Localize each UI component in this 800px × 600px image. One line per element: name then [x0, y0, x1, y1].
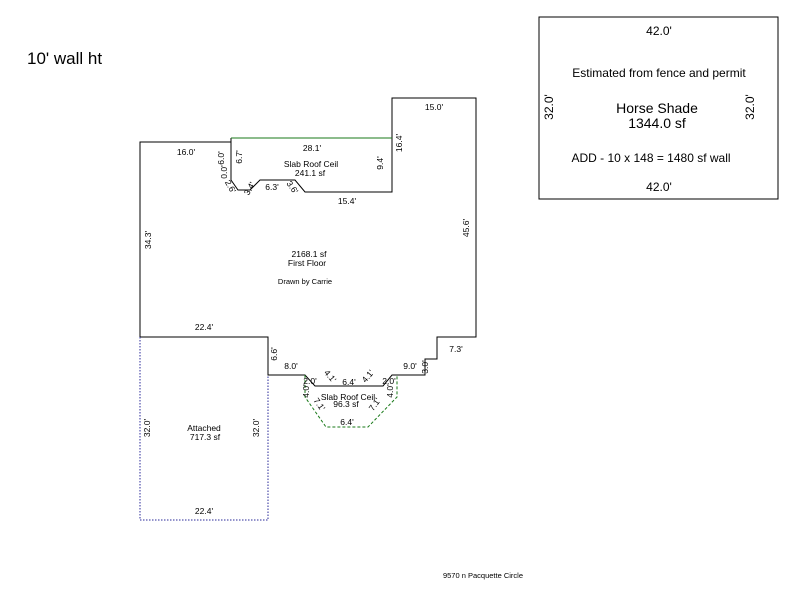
horse-shade-top-dim: 42.0' — [646, 24, 672, 38]
dim-right-side: 45.6' — [461, 219, 471, 238]
horse-shade-box: 42.0' Estimated from fence and permit Ho… — [538, 16, 779, 200]
horse-shade-area: 1344.0 sf — [628, 115, 686, 131]
horse-shade-left-dim: 32.0' — [542, 94, 556, 120]
dim-step-right: 7.3' — [449, 344, 463, 354]
dim-slab-bottom-edge: 15.4' — [338, 196, 357, 206]
slab-bottom-area: 96.3 sf — [333, 399, 359, 409]
dim-left-side: 34.3' — [143, 231, 153, 250]
first-floor-area: 2168.1 sf — [292, 249, 328, 259]
dim-notch-d3: 3.6' — [285, 179, 301, 196]
dim-notch-mid: 6.3' — [265, 182, 279, 192]
slab-bottom-outline — [304, 375, 398, 428]
horse-shade-right-dim: 32.0' — [743, 94, 757, 120]
attached-area: 717.3 sf — [190, 432, 221, 442]
dim-bay-r2: 4.0' — [385, 384, 395, 398]
dim-garage-left: 32.0' — [142, 419, 152, 438]
dim-right-top: 15.0' — [425, 102, 444, 112]
first-floor-name: First Floor — [288, 258, 326, 268]
drawn-by-credit: Drawn by Carrie — [278, 277, 332, 286]
slab-top-name: Slab Roof Ceil — [284, 159, 338, 169]
horse-shade-add-note: ADD - 10 x 148 = 1480 sf wall — [571, 151, 730, 165]
horse-shade-note: Estimated from fence and permit — [572, 66, 746, 80]
dim-notch-d2: 3.4' — [242, 180, 258, 197]
dim-garage-right: 32.0' — [251, 419, 261, 438]
horse-shade-bottom-dim: 42.0' — [646, 180, 672, 194]
dim-top-green: 28.1' — [303, 143, 322, 153]
dim-bay-l1: 2.0' — [303, 376, 317, 386]
dim-bottom-right-run: 9.0' — [403, 361, 417, 371]
house-outline — [139, 97, 477, 387]
dim-inner-vertical: 9.4' — [375, 156, 385, 170]
dim-bay-bottom: 6.4' — [340, 417, 354, 427]
page-title: 10' wall ht — [27, 49, 103, 68]
slab-top-area: 241.1 sf — [295, 168, 326, 178]
dim-bay-r1: 2.0' — [382, 376, 396, 386]
attached-name: Attached — [187, 423, 221, 433]
dim-bay-ld: 4.1' — [322, 368, 339, 385]
dim-bottom-left-run: 8.0' — [284, 361, 298, 371]
dim-right-upper: 16.4' — [394, 134, 404, 153]
horse-shade-name: Horse Shade — [616, 100, 698, 116]
dim-mid-width: 22.4' — [195, 322, 214, 332]
address-label: 9570 n Pacquette Circle — [443, 571, 523, 580]
attached-garage-outline — [139, 337, 269, 521]
dim-garage-right-v: 6.6' — [269, 347, 279, 361]
dim-notch-v3: 0.0' — [219, 165, 229, 179]
dim-top-left: 16.0' — [177, 147, 196, 157]
dim-bay-mid: 6.4' — [342, 377, 356, 387]
dim-bay-l2: 4.0' — [301, 384, 311, 398]
dim-step-down: 3.0' — [420, 360, 430, 374]
dim-notch-v1: 6.7' — [234, 150, 244, 164]
dim-bay-rd: 4.1' — [360, 367, 377, 384]
dim-garage-bottom: 22.4' — [195, 506, 214, 516]
dim-notch-v2: 6.0' — [216, 151, 226, 165]
dim-notch-d1: 2.6' — [223, 178, 239, 195]
slab-bottom-name: Slab Roof Ceil — [321, 392, 375, 402]
